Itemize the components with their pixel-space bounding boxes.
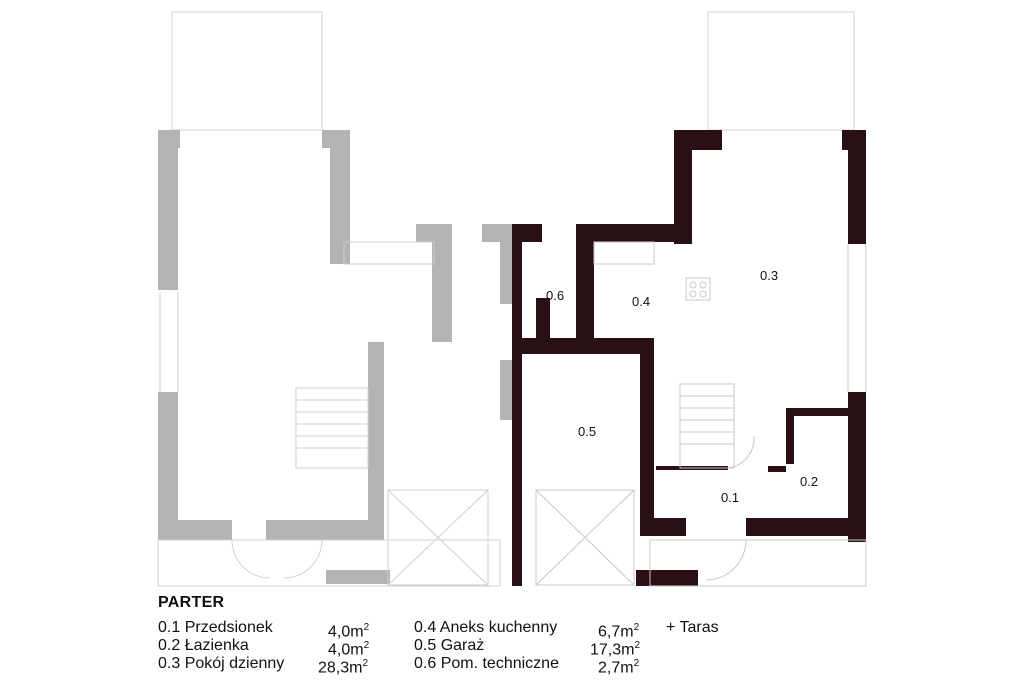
area-value: 17,3m — [590, 641, 635, 659]
room-legend: PARTER 0.1 Przedsionek 4,0m2 0.2 Łazienk… — [158, 594, 758, 678]
left-unit-grey — [158, 11, 512, 584]
legend-area-0-4: 6,7m2 — [598, 618, 639, 641]
legend-row-0-4: 0.4 Aneks kuchenny — [414, 618, 557, 637]
legend-row-0-1: 0.1 Przedsionek — [158, 618, 273, 637]
area-value: 4,0m — [328, 623, 364, 641]
room-label-0-1: 0.1 — [721, 490, 739, 505]
legend-name: 0.5 Garaż — [414, 637, 485, 654]
area-value: 4,0m — [328, 641, 364, 659]
right-unit-lines — [535, 241, 867, 587]
area-sup: 2 — [634, 640, 641, 651]
area-sup: 2 — [363, 640, 370, 651]
area-sup: 2 — [633, 658, 640, 669]
legend-area-0-5: 17,3m2 — [590, 636, 640, 659]
area-value: 28,3m — [318, 659, 363, 677]
room-label-0-3: 0.3 — [760, 268, 778, 283]
legend-title: PARTER — [158, 594, 225, 611]
legend-area-0-1: 4,0m2 — [328, 618, 369, 641]
room-label-0-4: 0.4 — [632, 294, 650, 309]
legend-name: 0.2 Łazienka — [158, 637, 249, 654]
legend-name: 0.4 Aneks kuchenny — [414, 619, 558, 636]
legend-row-0-2: 0.2 Łazienka — [158, 636, 249, 655]
legend-row-0-3: 0.3 Pokój dzienny — [158, 654, 284, 673]
area-sup: 2 — [363, 622, 370, 633]
legend-extra-taras: + Taras — [666, 619, 719, 636]
area-sup: 2 — [362, 658, 369, 669]
legend-name: 0.1 Przedsionek — [158, 619, 273, 636]
legend-area-0-6: 2,7m2 — [598, 654, 639, 677]
room-label-0-6: 0.6 — [546, 288, 564, 303]
legend-name: 0.3 Pokój dzienny — [158, 655, 285, 672]
right-unit-dark — [512, 11, 866, 586]
area-value: 2,7m — [598, 659, 634, 677]
floor-plan: 0.1 0.2 0.3 0.4 0.5 0.6 — [157, 11, 867, 587]
area-sup: 2 — [633, 622, 640, 633]
room-label-0-5: 0.5 — [578, 424, 596, 439]
legend-row-0-6: 0.6 Pom. techniczne — [414, 654, 559, 673]
area-value: 6,7m — [598, 623, 634, 641]
legend-row-0-5: 0.5 Garaż — [414, 636, 484, 655]
legend-area-0-2: 4,0m2 — [328, 636, 369, 659]
legend-area-0-3: 28,3m2 — [318, 654, 368, 677]
left-unit-lines — [157, 241, 501, 587]
legend-name: 0.6 Pom. techniczne — [414, 655, 559, 672]
room-label-0-2: 0.2 — [800, 474, 818, 489]
